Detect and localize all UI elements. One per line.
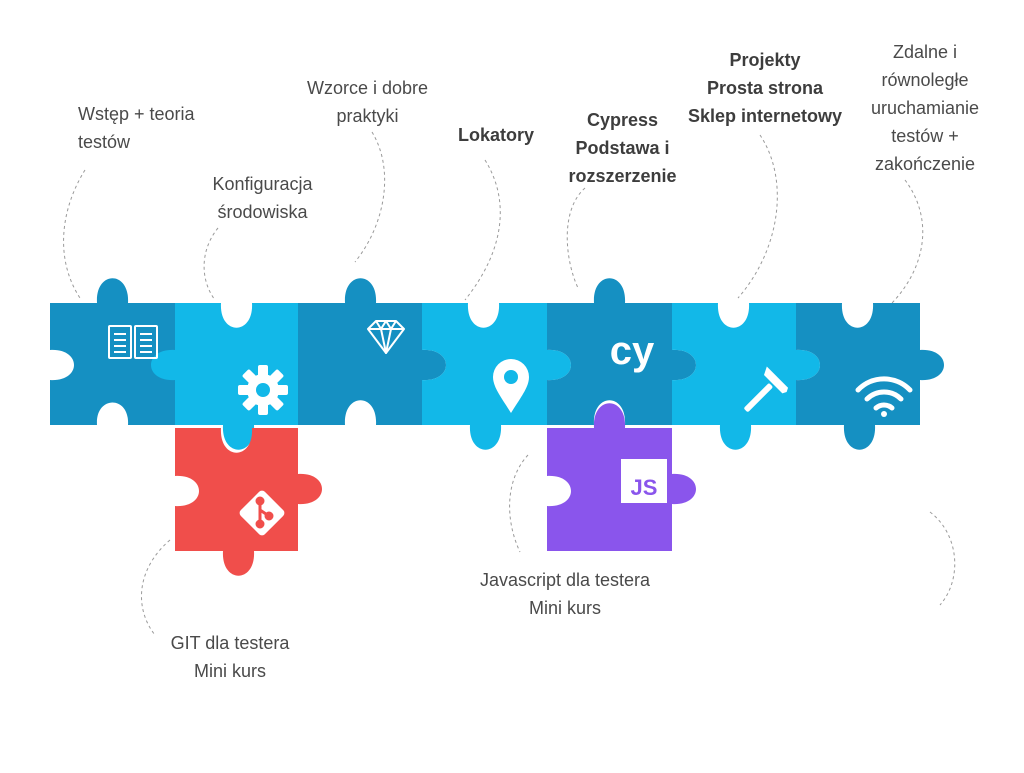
label-javascript: Javascript dla testera Mini kurs [460, 566, 670, 622]
diamond-icon [367, 320, 405, 354]
js-logo-text: JS [631, 475, 658, 500]
label-remote-line-2: równoległe [881, 70, 969, 90]
puzzle-piece-git [175, 428, 322, 576]
js-logo-icon: JS [621, 459, 667, 503]
label-javascript-line-1: Javascript dla testera [479, 570, 651, 590]
connector-javascript [509, 454, 529, 553]
label-remote: Zdalne i równoległe uruchamianie testów … [860, 38, 990, 178]
wifi-icon [855, 376, 913, 417]
connector-projects [737, 134, 778, 299]
label-locators: Lokatory [458, 121, 534, 149]
label-patterns-line-2: praktyki [336, 106, 399, 126]
label-config: Konfiguracja środowiska [200, 170, 325, 226]
label-cypress: Cypress Podstawa i rozszerzenie [555, 106, 690, 190]
puzzle-piece-cypress [547, 278, 696, 425]
puzzle-piece-patterns [298, 278, 446, 425]
cypress-logo-icon: cy [610, 329, 655, 373]
label-intro: Wstęp + teoria testów [78, 100, 195, 156]
connector-patterns [354, 131, 386, 263]
location-pin-icon [493, 359, 529, 413]
connector-cypress [566, 187, 586, 289]
connector-git [141, 539, 171, 636]
connector-lines [63, 131, 956, 636]
connector-intro [63, 169, 86, 299]
label-cypress-line-1: Cypress [586, 110, 659, 130]
hammer-icon [744, 366, 789, 412]
connector-locators [464, 159, 501, 301]
label-locators-line-1: Lokatory [458, 125, 535, 145]
label-remote-line-1: Zdalne i [892, 42, 958, 62]
git-icon [239, 490, 285, 536]
label-git-line-2: Mini kurs [193, 661, 266, 681]
connector-extra [929, 511, 956, 606]
label-projects-line-3: Sklep internetowy [687, 106, 843, 126]
label-patterns-line-1: Wzorce i dobre [306, 78, 429, 98]
connector-config [203, 227, 219, 301]
book-icon [108, 325, 158, 359]
label-intro-line-2: testów [78, 132, 131, 152]
label-cypress-line-3: rozszerzenie [568, 166, 677, 186]
label-config-line-1: Konfiguracja [212, 174, 313, 194]
label-remote-line-5: zakończenie [874, 154, 976, 174]
label-projects-line-2: Prosta strona [706, 78, 824, 98]
puzzle-piece-remote [796, 303, 944, 450]
gear-icon [238, 365, 288, 415]
label-projects-line-1: Projekty [729, 50, 801, 70]
label-projects: Projekty Prosta strona Sklep internetowy [680, 46, 850, 130]
label-remote-line-4: testów + [891, 126, 959, 146]
label-git-line-1: GIT dla testera [170, 633, 290, 653]
label-cypress-line-2: Podstawa i [575, 138, 670, 158]
label-patterns: Wzorce i dobre praktyki [295, 74, 440, 130]
label-config-line-2: środowiska [217, 202, 308, 222]
connector-remote [889, 179, 924, 306]
puzzle-piece-intro [50, 278, 175, 425]
puzzle-piece-projects [672, 303, 820, 450]
label-git: GIT dla testera Mini kurs [150, 629, 310, 685]
label-javascript-line-2: Mini kurs [528, 598, 601, 618]
label-remote-line-3: uruchamianie [870, 98, 980, 118]
label-intro-line-1: Wstęp + teoria [78, 104, 195, 124]
